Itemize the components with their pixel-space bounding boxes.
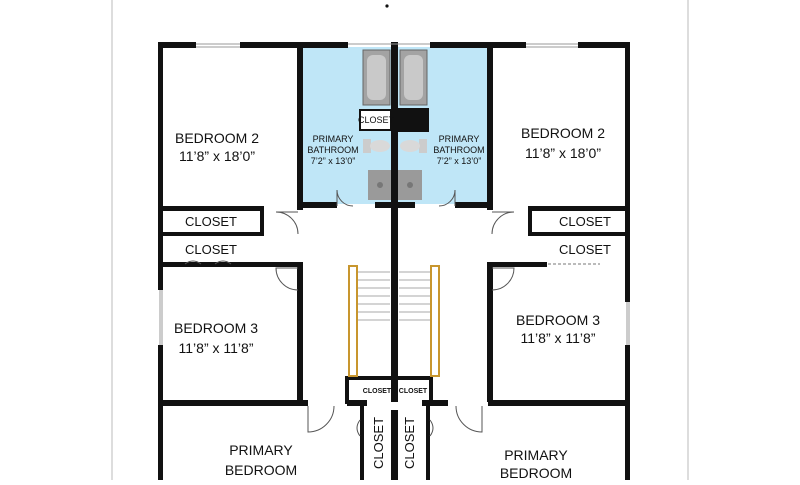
bath-closet-box: [359, 109, 392, 131]
bedroom2-right-name: BEDROOM 2: [521, 125, 605, 141]
bedroom3-left-dims: 11’8” x 11’8”: [179, 340, 254, 356]
closet-label-left-2: CLOSET: [185, 242, 237, 257]
walls: [158, 42, 630, 480]
bedroom2-right-dims: 11’8” x 18’0”: [525, 145, 601, 161]
bath-right-line2: BATHROOM: [433, 145, 484, 155]
bedroom2-left-name: BEDROOM 2: [175, 130, 259, 146]
bath-left-line2: BATHROOM: [307, 145, 358, 155]
bathtub-left-icon: [362, 49, 391, 106]
bathtub-right-icon: [399, 49, 428, 106]
closet-label-left-1: CLOSET: [185, 214, 237, 229]
bath-left-dims: 7’2” x 13’0”: [311, 156, 356, 166]
bath-right-line1: PRIMARY: [439, 134, 480, 144]
staircase-right: [399, 265, 440, 377]
primary-left-line1: PRIMARY: [229, 442, 293, 458]
closet-vertical-right: CLOSET: [402, 417, 417, 469]
doors: [184, 189, 515, 437]
small-closet-left-label: CLOSET: [363, 388, 392, 395]
closet-label-right-1: CLOSET: [559, 214, 611, 229]
toilet-right-icon: [400, 139, 427, 153]
primary-right-line1: PRIMARY: [504, 447, 568, 463]
page-dot: [385, 4, 389, 8]
primary-right-line2: BEDROOM: [500, 465, 572, 480]
bath-left-line1: PRIMARY: [313, 134, 354, 144]
sink-left-icon: [368, 170, 392, 200]
closet-label-right-2: CLOSET: [559, 242, 611, 257]
bedroom3-right-name: BEDROOM 3: [516, 312, 600, 328]
small-closet-right-label: CLOSET: [399, 388, 428, 395]
windows: [159, 43, 630, 345]
bedroom3-right-dims: 11’8” x 11’8”: [521, 330, 596, 346]
primary-left-line2: BEDROOM: [225, 462, 297, 478]
toilet-left-icon: [363, 139, 390, 153]
bath-closet-label: CLOSET: [358, 115, 395, 125]
bedroom3-left-name: BEDROOM 3: [174, 320, 258, 336]
sink-right-icon: [398, 170, 422, 200]
bath-right-dims: 7’2” x 13’0”: [437, 156, 482, 166]
bedroom2-left-dims: 11’8” x 18’0”: [179, 148, 255, 164]
closet-vertical-left: CLOSET: [371, 417, 386, 469]
staircase-left: [348, 265, 390, 377]
